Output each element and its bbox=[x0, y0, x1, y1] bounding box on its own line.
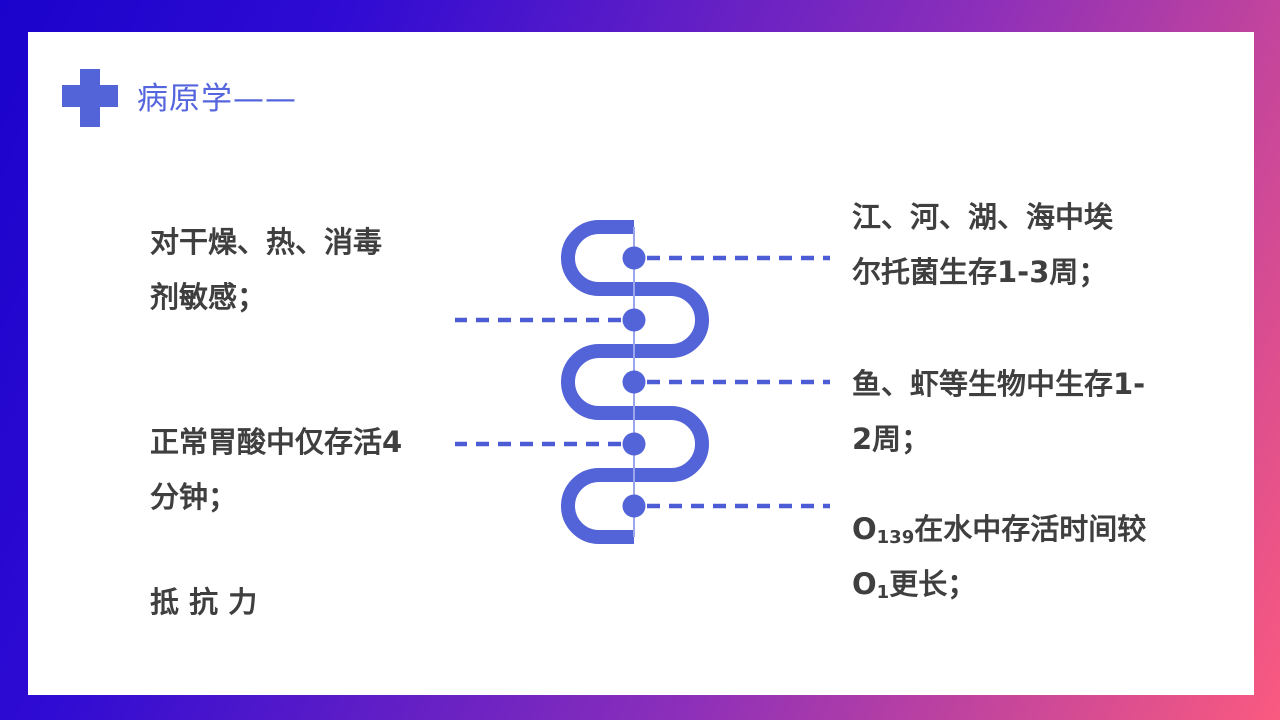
text-line: 江、河、湖、海中埃 bbox=[852, 200, 1114, 234]
text-line: 对干燥、热、消毒 bbox=[150, 225, 383, 259]
serotype-subscript: 139 bbox=[876, 527, 915, 548]
content-panel bbox=[28, 32, 1254, 695]
text-line: 抵 抗 力 bbox=[150, 585, 258, 619]
right-item-water-survival: 江、河、湖、海中埃 尔托菌生存1-3周； bbox=[852, 190, 1113, 300]
right-item-fish-shrimp: 鱼、虾等生物中生存1- 2周； bbox=[852, 357, 1145, 467]
line-text: 更长； bbox=[889, 567, 977, 601]
connector-dot-2 bbox=[622, 308, 646, 332]
text-line-with-subscript: O1更长； bbox=[852, 557, 1146, 612]
medical-cross-icon bbox=[62, 69, 118, 127]
cross-horizontal-bar bbox=[62, 85, 118, 107]
connector-dot-3 bbox=[622, 370, 646, 394]
left-item-gastric-acid: 正常胃酸中仅存活4 分钟； bbox=[150, 415, 402, 525]
text-line: 尔托菌生存1-3周； bbox=[852, 255, 1108, 289]
page-title: 病原学—— bbox=[137, 81, 297, 117]
text-line: 正常胃酸中仅存活4 bbox=[150, 425, 403, 459]
connector-dot-1 bbox=[622, 246, 646, 270]
text-line: 分钟； bbox=[150, 480, 238, 514]
text-line: 鱼、虾等生物中生存1- bbox=[852, 367, 1146, 401]
left-item-resistance-label: 抵 抗 力 bbox=[150, 575, 257, 630]
text-line: 剂敏感； bbox=[150, 280, 267, 314]
line-text: 在水中存活时间较 bbox=[914, 512, 1147, 546]
left-item-sensitivity: 对干燥、热、消毒 剂敏感； bbox=[150, 215, 382, 325]
serotype-base: O bbox=[852, 512, 877, 546]
text-line-with-subscript: O139在水中存活时间较 bbox=[852, 502, 1146, 557]
connector-dot-5 bbox=[622, 494, 646, 518]
connector-dot-4 bbox=[622, 432, 646, 456]
text-line: 2周； bbox=[852, 422, 931, 456]
serotype-subscript: 1 bbox=[876, 582, 890, 603]
right-item-serotype-survival: O139在水中存活时间较 O1更长； bbox=[852, 502, 1146, 612]
serpentine-path bbox=[561, 220, 709, 544]
serotype-base: O bbox=[852, 567, 877, 601]
